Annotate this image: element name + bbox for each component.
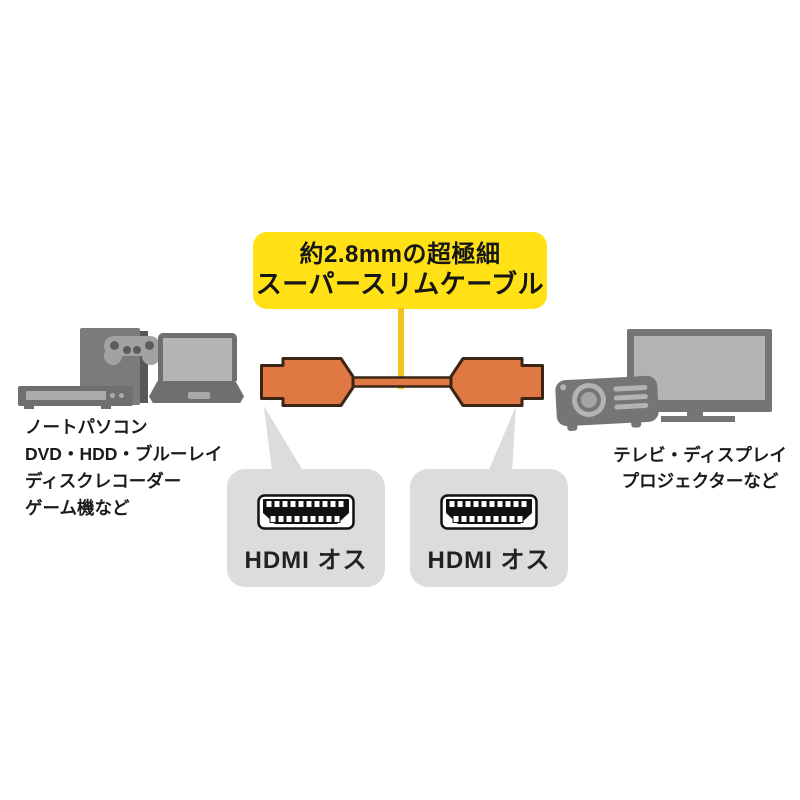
- laptop-display: [163, 338, 232, 381]
- laptop-icon: [158, 333, 237, 381]
- recorder-foot: [101, 406, 111, 409]
- caption-line: プロジェクターなど: [621, 471, 779, 491]
- game-controller-icon: [104, 336, 160, 366]
- hdmi-cable-icon: [260, 357, 544, 407]
- headline-line2: スーパースリムケーブル: [255, 269, 545, 300]
- callout-left: HDMI オス: [227, 469, 385, 587]
- projector-body: [554, 375, 660, 427]
- headline-banner: 約2.8mmの超極細 スーパースリムケーブル: [253, 232, 547, 309]
- laptop-trackpad: [188, 392, 210, 399]
- source-devices-caption: ノートパソコン DVD・HDD・ブルーレイ ディスクレコーダー ゲーム機など: [25, 414, 240, 522]
- hdmi-connector-face-icon: [440, 494, 538, 530]
- recorder-foot: [24, 406, 34, 409]
- connector-label-left: HDMI オス: [244, 547, 368, 574]
- game-console-side-icon: [140, 331, 148, 403]
- banner-pointer-line: [398, 308, 404, 389]
- caption-line: ノートパソコン: [25, 417, 148, 437]
- controller-stick-left: [123, 346, 131, 354]
- recorder-display: [26, 391, 106, 400]
- callout-right: HDMI オス: [410, 469, 568, 587]
- caption-line: テレビ・ディスプレイ: [613, 445, 787, 465]
- controller-buttons: [145, 341, 154, 350]
- projector-icon: [554, 375, 660, 432]
- controller-stick-right: [133, 346, 141, 354]
- caption-line: ディスクレコーダー: [25, 471, 182, 491]
- caption-line: ゲーム機など: [25, 498, 130, 518]
- tv-stand-neck: [687, 412, 703, 417]
- display-devices-caption: テレビ・ディスプレイ プロジェクターなど: [600, 442, 800, 494]
- connector-label-right: HDMI オス: [427, 547, 551, 574]
- headline-line1: 約2.8mmの超極細: [299, 240, 501, 268]
- hdmi-connector-face-icon: [257, 494, 355, 530]
- recorder-button: [110, 393, 115, 398]
- caption-line: DVD・HDD・ブルーレイ: [25, 444, 223, 464]
- tv-stand-base: [661, 416, 735, 422]
- controller-dpad: [110, 341, 119, 350]
- recorder-button: [119, 393, 124, 398]
